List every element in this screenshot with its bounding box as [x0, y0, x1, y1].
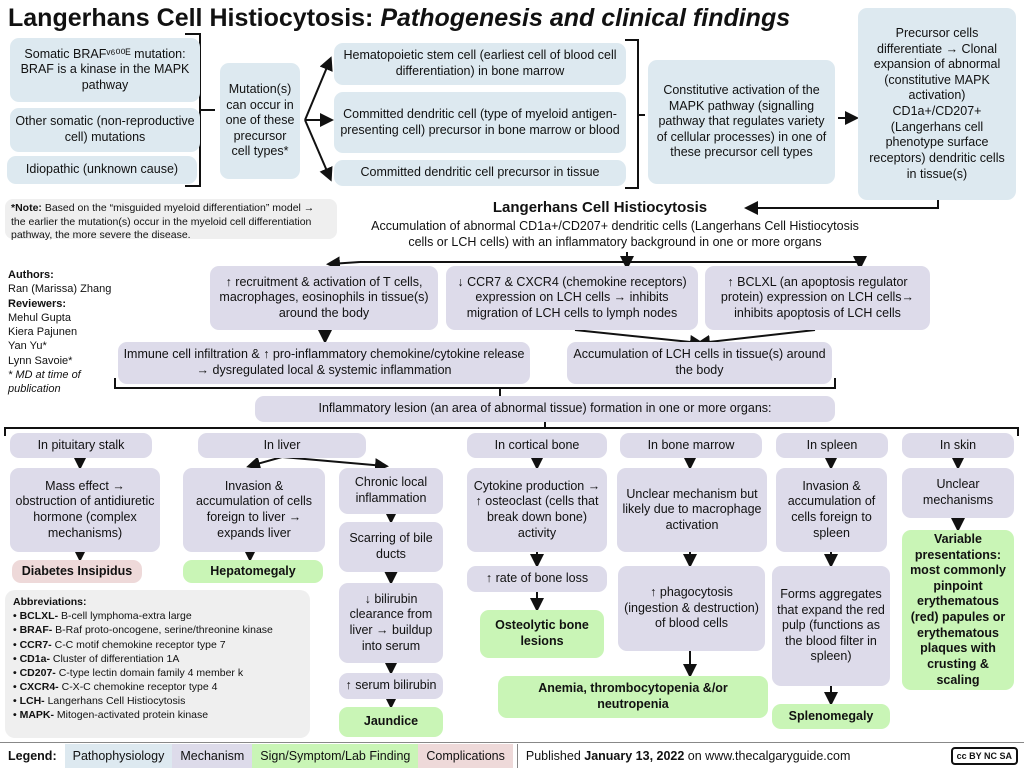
abbreviations-list: BCLXL- B-cell lymphoma-extra largeBRAF- … — [13, 609, 302, 722]
abbreviation-definition: B-Raf proto-oncogene, serine/threonine k… — [52, 624, 273, 637]
abbreviation-item: BCLXL- B-cell lymphoma-extra large — [13, 609, 302, 623]
reviewers-label: Reviewers: — [8, 297, 67, 310]
abbreviation-item: CD207- C-type lectin domain family 4 mem… — [13, 666, 302, 680]
abbreviations-title: Abbreviations: — [13, 596, 87, 608]
header-pituitary: In pituitary stalk — [10, 433, 152, 458]
reviewer: Mehul Gupta — [8, 311, 71, 324]
mass-effect-box: Mass effect → obstruction of antidiureti… — [10, 468, 160, 552]
other-somatic-mutations-box: Other somatic (non-reproductive cell) mu… — [10, 108, 200, 152]
mutation-sites-box: Mutation(s) can occur in one of these pr… — [220, 63, 300, 179]
header-bone: In cortical bone — [467, 433, 607, 458]
abbreviation-definition: C-X-C chemokine receptor type 4 — [58, 681, 218, 694]
abbreviation-item: LCH- Langerhans Cell Histiocytosis — [13, 694, 302, 708]
abbreviation-term: MAPK- — [19, 709, 55, 722]
idiopathic-box: Idiopathic (unknown cause) — [7, 156, 197, 184]
abbreviation-item: MAPK- Mitogen-activated protein kinase — [13, 708, 302, 722]
authors-block: Authors: Ran (Marissa) Zhang Reviewers: … — [8, 268, 118, 397]
marrow-mechanism-box: Unclear mechanism but likely due to macr… — [617, 468, 767, 552]
abbreviation-item: BRAF- B-Raf proto-oncogene, serine/threo… — [13, 623, 302, 637]
abbreviation-definition: Langerhans Cell Histiocytosis — [44, 695, 186, 708]
committed-dc-box: Committed dendritic cell (type of myeloi… — [334, 92, 626, 153]
header-spleen: In spleen — [776, 433, 888, 458]
bile-duct-scarring-box: Scarring of bile ducts — [339, 522, 443, 572]
hsc-box: Hematopoietic stem cell (earliest cell o… — [334, 43, 626, 85]
note-box: *Note: Based on the “misguided myeloid d… — [5, 199, 337, 242]
cytokine-box: Cytokine production → ↑ osteoclast (cell… — [467, 468, 607, 552]
abbreviation-definition: C-C motif chemokine receptor type 7 — [51, 638, 226, 651]
inflammatory-lesion-box: Inflammatory lesion (an area of abnormal… — [255, 396, 835, 422]
abbreviation-term: CD1a- — [19, 652, 50, 665]
abbreviation-definition: Cluster of differentiation 1A — [49, 652, 180, 665]
hepatomegaly-box: Hepatomegaly — [183, 560, 323, 583]
connector-lines — [4, 33, 1019, 709]
jaundice-box: Jaundice — [339, 707, 443, 737]
legend-complications: Complications — [418, 743, 513, 768]
abbreviation-definition: C-type lectin domain family 4 member k — [55, 666, 244, 679]
abbreviation-definition: B-cell lymphoma-extra large — [58, 610, 192, 623]
abbreviation-definition: Mitogen-activated protein kinase — [54, 709, 209, 722]
spleen-invasion-box: Invasion & accumulation of cells foreign… — [776, 468, 887, 552]
reviewer: Yan Yu* — [8, 340, 47, 353]
authors-footnote: * MD at time of publication — [8, 369, 81, 396]
anemia-box: Anemia, thrombocytopenia &/or neutropeni… — [498, 676, 768, 718]
aggregates-box: Forms aggregates that expand the red pul… — [772, 566, 890, 686]
legend-pathophysiology: Pathophysiology — [64, 743, 173, 768]
immune-infiltration-box: Immune cell infiltration & ↑ pro-inflamm… — [118, 342, 530, 384]
published-pre: Published — [525, 748, 585, 763]
abbreviation-term: CD207- — [19, 666, 56, 679]
somatic-braf-mutation-box: Somatic BRAFᵛ⁶⁰⁰ᴱ mutation: BRAF is a ki… — [10, 38, 200, 102]
lch-description: Accumulation of abnormal CD1a+/CD207+ de… — [371, 219, 859, 250]
published-date: January 13, 2022 — [584, 748, 685, 763]
note-text: Based on the “misguided myeloid differen… — [11, 202, 315, 242]
mapk-activation-box: Constitutive activation of the MAPK path… — [648, 60, 835, 184]
abbreviation-term: CXCR4- — [19, 681, 59, 694]
skin-mechanism-box: Unclear mechanisms — [902, 468, 1014, 518]
creative-commons-license-icon: cc BY NC SA — [950, 746, 1018, 765]
bilirubin-clearance-box: ↓ bilirubin clearance from liver → build… — [339, 583, 443, 663]
diabetes-insipidus-box: Diabetes Insipidus — [12, 560, 142, 583]
title-italic: Pathogenesis and clinical findings — [380, 4, 791, 32]
ccr7-box: ↓ CCR7 & CXCR4 (chemokine receptors) exp… — [446, 266, 698, 330]
lch-accumulation-box: Accumulation of LCH cells in tissue(s) a… — [567, 342, 832, 384]
published-site[interactable]: on www.thecalgaryguide.com — [684, 748, 851, 763]
abbreviation-item: CCR7- C-C motif chemokine receptor type … — [13, 638, 302, 652]
liver-invasion-box: Invasion & accumulation of cells foreign… — [183, 468, 325, 552]
lch-heading: Langerhans Cell Histiocytosis — [492, 199, 708, 216]
legend-bar: Legend: Pathophysiology Mechanism Sign/S… — [0, 742, 1024, 768]
header-marrow: In bone marrow — [620, 433, 762, 458]
abbreviations-box: Abbreviations: BCLXL- B-cell lymphoma-ex… — [5, 590, 310, 738]
bone-loss-box: ↑ rate of bone loss — [467, 566, 607, 592]
abbreviation-item: CD1a- Cluster of differentiation 1A — [13, 652, 302, 666]
legend-sign: Sign/Symptom/Lab Finding — [252, 743, 419, 768]
abbreviation-item: CXCR4- C-X-C chemokine receptor type 4 — [13, 680, 302, 694]
chronic-inflammation-box: Chronic local inflammation — [339, 468, 443, 514]
legend-label: Legend: — [8, 748, 57, 763]
abbreviation-term: BCLXL- — [19, 610, 59, 623]
reviewer: Kiera Pajunen — [8, 326, 78, 339]
note-label: *Note: — [11, 202, 42, 214]
page-title: Langerhans Cell Histiocytosis: Pathogene… — [8, 4, 790, 33]
splenomegaly-box: Splenomegaly — [772, 704, 890, 729]
author: Ran (Marissa) Zhang — [8, 283, 112, 296]
clonal-expansion-box: Precursor cells differentiate → Clonal e… — [858, 8, 1016, 200]
authors-label: Authors: — [8, 269, 54, 281]
serum-bilirubin-box: ↑ serum bilirubin — [339, 673, 443, 699]
abbreviation-term: BRAF- — [19, 624, 53, 637]
abbreviation-term: CCR7- — [19, 638, 52, 651]
published-info: Published January 13, 2022 on www.thecal… — [516, 743, 859, 768]
title-main: Langerhans Cell Histiocytosis: — [8, 4, 381, 32]
reviewer: Lynn Savoie* — [8, 354, 73, 367]
phagocytosis-box: ↑ phagocytosis (ingestion & destruction)… — [618, 566, 765, 651]
skin-presentations-box: Variable presentations: most commonly pi… — [902, 530, 1014, 690]
header-liver: In liver — [198, 433, 366, 458]
tissue-precursor-box: Committed dendritic cell precursor in ti… — [334, 160, 626, 186]
abbreviation-term: LCH- — [19, 695, 45, 708]
osteolytic-lesions-box: Osteolytic bone lesions — [480, 610, 604, 658]
recruitment-box: ↑ recruitment & activation of T cells, m… — [210, 266, 438, 330]
header-skin: In skin — [902, 433, 1014, 458]
legend-mechanism: Mechanism — [172, 743, 253, 768]
bclxl-box: ↑ BCLXL (an apoptosis regulator protein)… — [705, 266, 930, 330]
